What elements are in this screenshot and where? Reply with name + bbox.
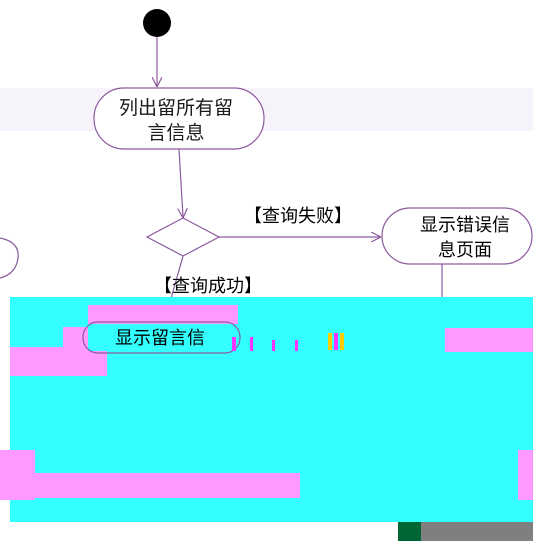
noise-mark-7 bbox=[340, 333, 344, 350]
node-show-error-page bbox=[381, 207, 533, 265]
pink-block-8 bbox=[518, 450, 533, 500]
node-list-all-line2: 言信息 bbox=[147, 122, 204, 144]
node-show-messages-label: 显示留言信 bbox=[115, 328, 205, 349]
node-show-error-line2: 息页面 bbox=[438, 240, 492, 261]
noise-mark-2 bbox=[250, 337, 253, 351]
pink-block-5 bbox=[445, 328, 533, 352]
node-show-messages bbox=[82, 321, 241, 354]
background-band bbox=[0, 88, 533, 131]
noise-mark-6 bbox=[334, 333, 338, 350]
noise-mark-1 bbox=[232, 337, 236, 351]
edge-success-label: 【查询成功】 bbox=[154, 276, 262, 297]
partial-left-node bbox=[0, 237, 19, 279]
noise-mark-3 bbox=[272, 340, 275, 351]
edge-fail-label: 【查询失败】 bbox=[244, 206, 352, 227]
pink-block-7 bbox=[10, 473, 300, 498]
gray-block bbox=[421, 522, 533, 541]
pink-block-1 bbox=[88, 305, 238, 324]
green-block bbox=[398, 522, 421, 541]
white-edge-block bbox=[0, 297, 10, 541]
edge-list-to-decision bbox=[179, 148, 183, 217]
decision-diamond bbox=[145, 217, 221, 257]
node-list-all-line1: 列出留所有留 bbox=[119, 97, 233, 119]
start-node bbox=[143, 9, 171, 37]
noise-mark-4 bbox=[295, 340, 298, 351]
noise-mark-5 bbox=[328, 333, 332, 350]
pink-block-4 bbox=[10, 347, 66, 351]
pink-block-3 bbox=[10, 351, 107, 376]
node-show-error-line1: 显示错误信 bbox=[420, 215, 510, 236]
